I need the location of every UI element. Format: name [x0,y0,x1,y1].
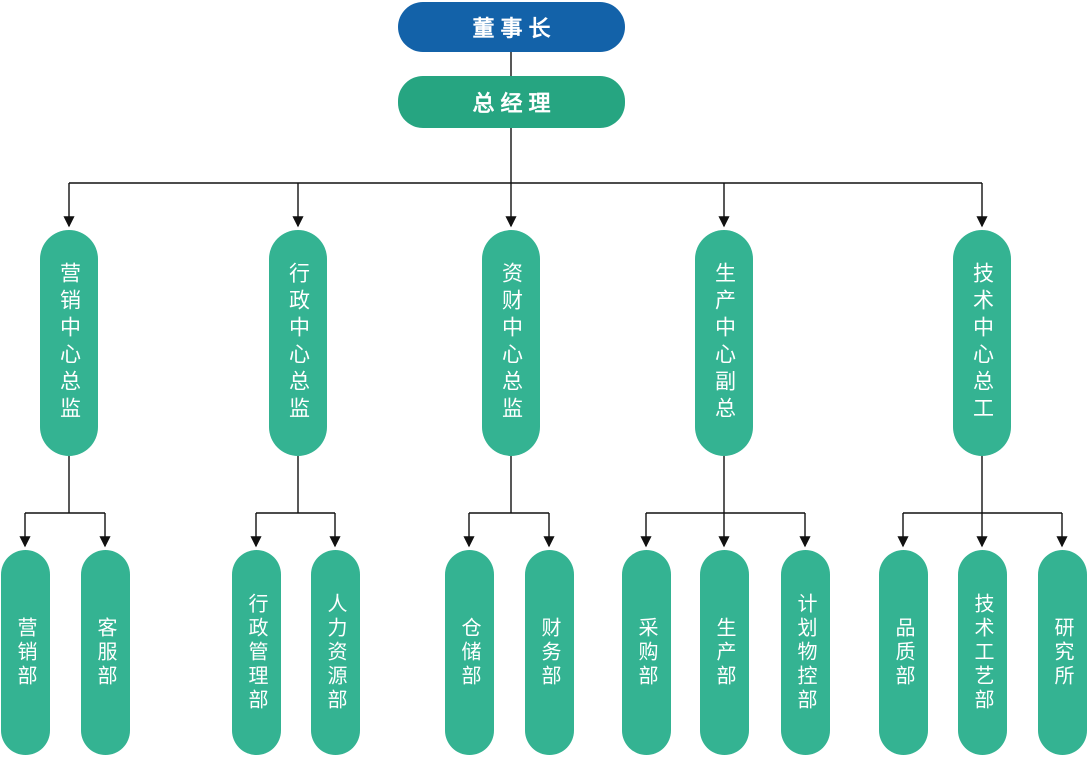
node-warehouse-dept-label: 仓储部 [458,616,480,689]
node-finance-center[interactable]: 资财中心总监 [482,230,540,456]
connector-cluster-marketing [19,456,111,548]
node-hr-dept-label: 人力资源部 [324,592,346,713]
node-marketing-center-label: 营销中心总监 [57,262,81,424]
node-customer-service-dept[interactable]: 客服部 [80,550,130,755]
node-production-center-label: 生产中心副总 [712,262,736,424]
node-admin-management-dept[interactable]: 行政管理部 [231,550,281,755]
node-quality-dept[interactable]: 品质部 [878,550,928,755]
node-chairman-label: 董事长 [472,16,557,41]
node-admin-management-dept-label: 行政管理部 [245,592,267,713]
node-production-dept-label: 生产部 [713,616,735,689]
node-marketing-dept[interactable]: 营销部 [0,550,50,755]
node-tech-center[interactable]: 技术中心总工 [953,230,1011,456]
node-finance-center-label: 资财中心总监 [499,262,523,424]
node-general-manager[interactable]: 总经理 [398,76,625,128]
node-planning-material-control-dept-label: 计划物控部 [794,592,816,713]
node-customer-service-dept-label: 客服部 [94,616,116,689]
node-research-institute[interactable]: 研究所 [1037,550,1087,755]
node-marketing-center[interactable]: 营销中心总监 [40,230,98,456]
node-purchasing-dept[interactable]: 采购部 [621,550,671,755]
node-admin-center-label: 行政中心总监 [286,262,310,424]
connector-level1 [63,128,988,228]
node-marketing-dept-label: 营销部 [14,616,36,689]
connector-cluster-production [640,456,811,548]
connector-cluster-technology [897,456,1068,548]
node-warehouse-dept[interactable]: 仓储部 [444,550,494,755]
connector-cluster-admin [250,456,341,548]
node-hr-dept[interactable]: 人力资源部 [310,550,360,755]
node-finance-dept[interactable]: 财务部 [524,550,574,755]
connector-cluster-finance [463,456,555,548]
node-tech-process-dept-label: 技术工艺部 [971,592,993,713]
node-tech-process-dept[interactable]: 技术工艺部 [957,550,1007,755]
node-chairman[interactable]: 董事长 [398,2,625,52]
node-planning-material-control-dept[interactable]: 计划物控部 [780,550,830,755]
node-research-institute-label: 研究所 [1051,616,1073,689]
node-finance-dept-label: 财务部 [538,616,560,689]
node-purchasing-dept-label: 采购部 [635,616,657,689]
node-quality-dept-label: 品质部 [892,616,914,689]
node-production-center[interactable]: 生产中心副总 [695,230,753,456]
node-production-dept[interactable]: 生产部 [699,550,749,755]
node-general-manager-label: 总经理 [472,91,557,116]
node-admin-center[interactable]: 行政中心总监 [269,230,327,456]
node-tech-center-label: 技术中心总工 [970,262,994,424]
